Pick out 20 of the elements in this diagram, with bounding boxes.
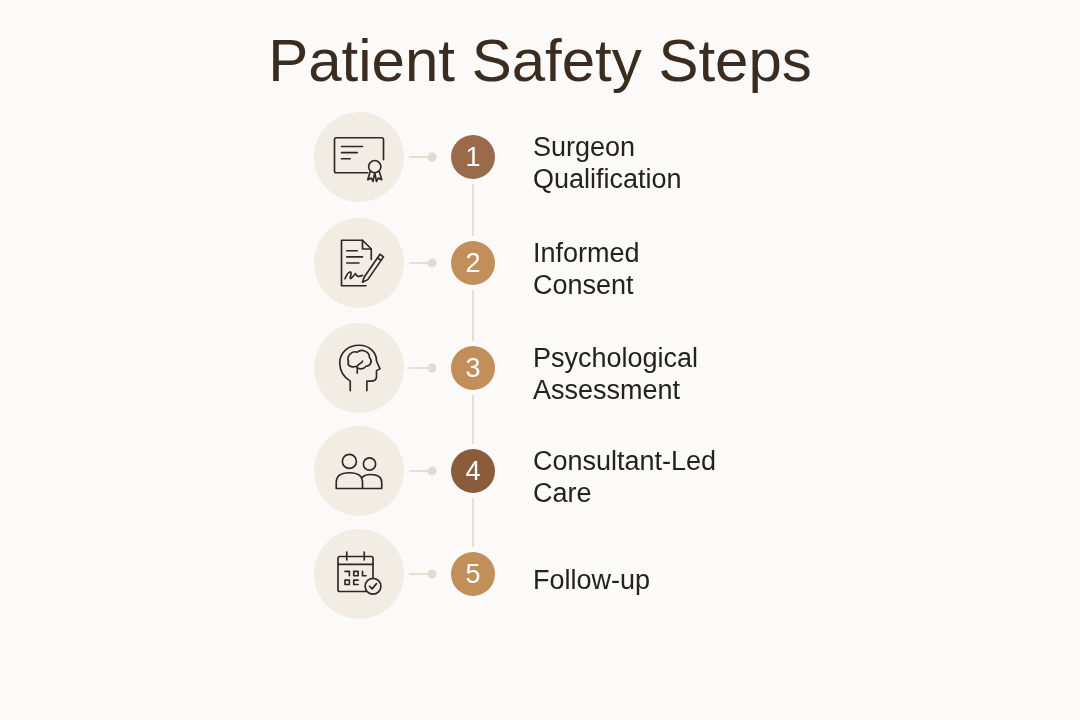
step-title: Informed Consent: [533, 237, 641, 301]
connector-line: [472, 183, 474, 237]
connector-line: [472, 289, 474, 342]
connector-line: [472, 497, 474, 548]
connector-line: [408, 363, 437, 373]
diagram-title: Patient Safety Steps: [268, 26, 812, 96]
step-number-badge: 4: [451, 449, 495, 493]
step-title: Consultant-Led Care: [533, 445, 718, 509]
connector-line: [408, 152, 437, 162]
connector-line: [408, 466, 437, 476]
step-number-badge: 5: [451, 552, 495, 596]
connector-line: [408, 569, 437, 579]
connector-line: [408, 258, 437, 268]
step-number-badge: 3: [451, 346, 495, 390]
connector-line: [472, 394, 474, 445]
step-title: Surgeon Qualification: [533, 131, 683, 195]
step-number-badge: 1: [451, 135, 495, 179]
step-title: Psychological Assessment: [533, 342, 700, 406]
step-number-badge: 2: [451, 241, 495, 285]
step-title: Follow-up: [533, 564, 652, 596]
